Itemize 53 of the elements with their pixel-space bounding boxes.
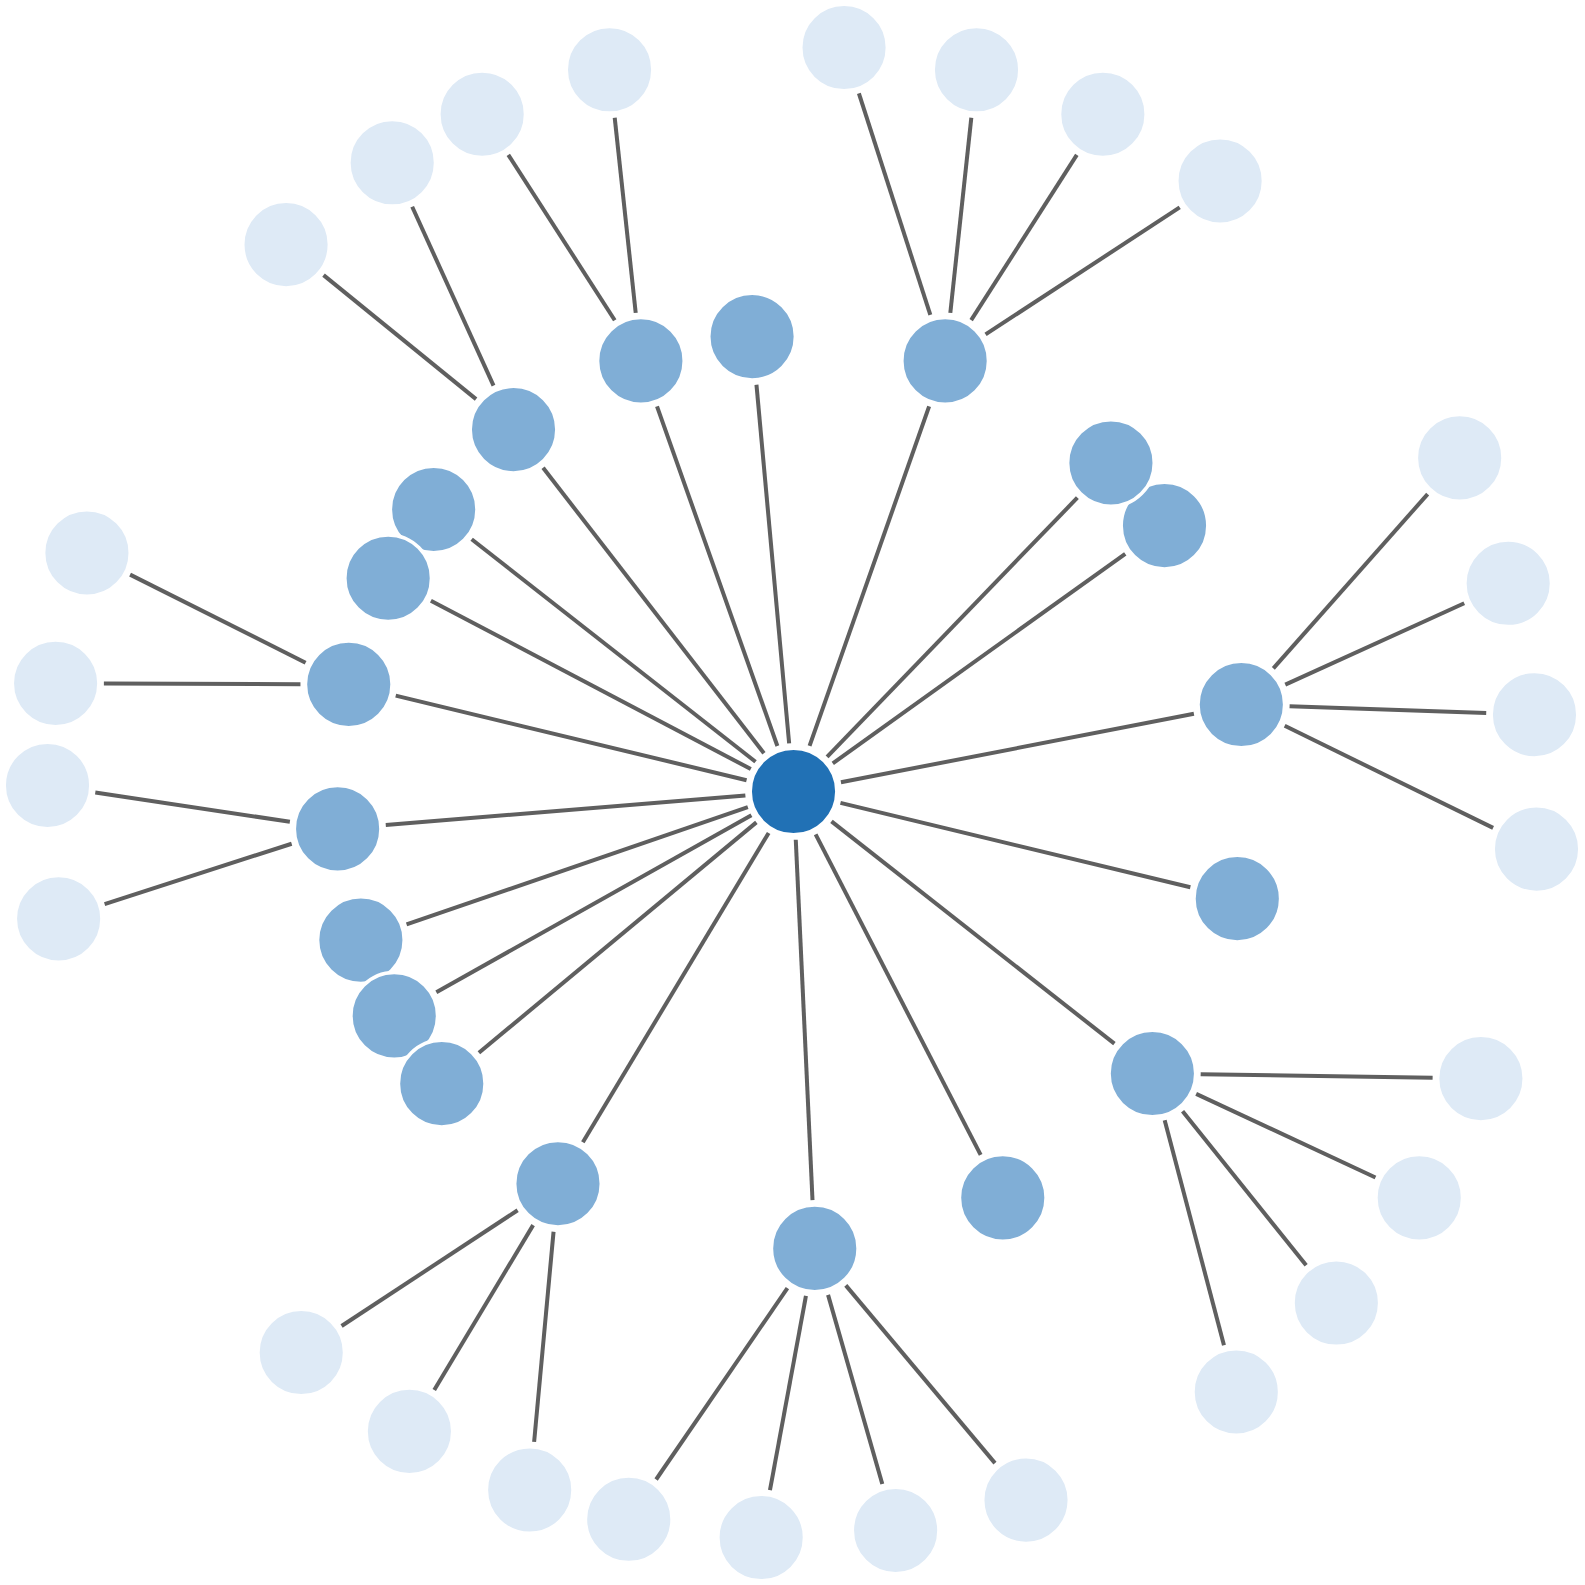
connector-line [1284, 601, 1466, 687]
connector-line [1283, 724, 1494, 830]
circle-node [980, 1455, 1072, 1546]
connector-line [768, 1295, 808, 1491]
connector-line [94, 790, 291, 824]
connector-line [831, 552, 1127, 765]
circle-node [1489, 669, 1580, 760]
connector-line [322, 273, 478, 401]
connector-line [385, 793, 746, 827]
connector-line [655, 405, 780, 747]
connector-line [825, 496, 1079, 759]
connector-line [432, 1224, 535, 1391]
connector-line [807, 405, 931, 747]
connector-line [840, 711, 1195, 785]
connector-line [984, 205, 1181, 337]
connector-line [532, 1231, 556, 1443]
connector-line [1195, 1092, 1377, 1180]
connector-line [435, 813, 753, 994]
connector-line [1200, 1072, 1433, 1080]
connector-line [1162, 1119, 1226, 1346]
connector-line [844, 1284, 997, 1465]
connector-line [857, 92, 933, 316]
connector-line [103, 681, 301, 687]
circle-node [1491, 804, 1582, 895]
connector-line [830, 819, 1116, 1046]
connector-line [470, 537, 757, 764]
connector-line [969, 153, 1079, 322]
circle-node [1463, 538, 1554, 629]
connector-line [840, 800, 1191, 890]
connector-line [654, 1287, 790, 1481]
circle-node [583, 1474, 674, 1565]
connector-line [1181, 1109, 1308, 1267]
connector-line [813, 833, 983, 1156]
connector-line [405, 805, 749, 927]
connector-line [1271, 492, 1430, 670]
connector-line [754, 384, 792, 744]
connector-line [581, 831, 771, 1144]
connector-line [477, 820, 758, 1055]
connector-line [541, 466, 766, 755]
connector-line [129, 572, 307, 665]
connector-line [826, 1294, 885, 1485]
connector-line [948, 117, 974, 314]
circle-node [850, 1485, 941, 1576]
circle-node [716, 1492, 807, 1583]
connector-line [395, 693, 748, 783]
connector-line [793, 839, 815, 1201]
connector-line [506, 153, 617, 322]
connector-line [104, 841, 293, 906]
connector-line [429, 598, 752, 771]
connector-line [1289, 704, 1487, 715]
connector-line [340, 1208, 519, 1328]
connector-line [410, 205, 496, 387]
connector-line [612, 117, 638, 314]
